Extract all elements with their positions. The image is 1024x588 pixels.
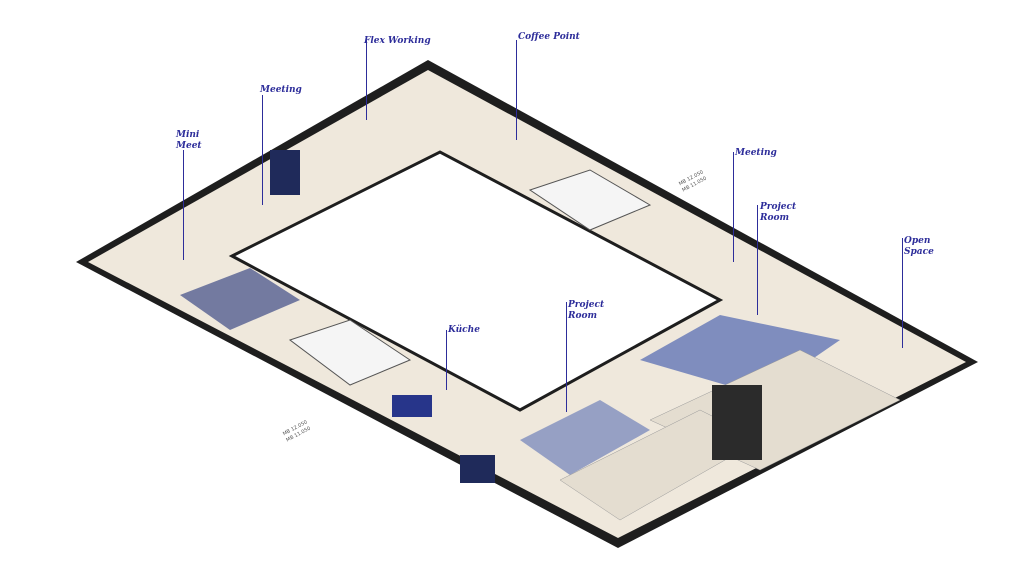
label-meeting-left: Meeting <box>260 85 302 95</box>
label-flex-working: Flex Working <box>364 36 431 46</box>
dark-room <box>712 385 762 460</box>
label-mini-meet: Mini Meet <box>176 130 202 151</box>
label-open-space: Open Space <box>904 236 934 257</box>
label-project-room-center: Project Room <box>568 300 605 321</box>
label-project-room-right: Project Room <box>760 202 797 223</box>
project-zone <box>640 315 840 395</box>
label-meeting-right: Meeting <box>735 148 777 158</box>
kitchen-counter <box>392 395 432 417</box>
leader-line <box>183 150 184 260</box>
project-zone-2 <box>520 400 650 475</box>
label-kueche: Küche <box>448 325 480 335</box>
leader-line <box>757 205 758 315</box>
meeting-zone <box>180 268 300 330</box>
leader-line <box>516 40 517 140</box>
stair-core-left <box>288 319 412 386</box>
courtyard <box>228 150 724 412</box>
label-coffee-point: Coffee Point <box>518 32 580 42</box>
server-cabinet <box>270 150 300 195</box>
leader-line <box>566 302 567 412</box>
leader-line <box>446 330 447 390</box>
leader-line <box>902 238 903 348</box>
stair-core-top <box>528 169 652 231</box>
leader-line <box>733 152 734 262</box>
storage-unit <box>460 455 495 483</box>
leader-line <box>366 40 367 120</box>
leader-line <box>262 95 263 205</box>
